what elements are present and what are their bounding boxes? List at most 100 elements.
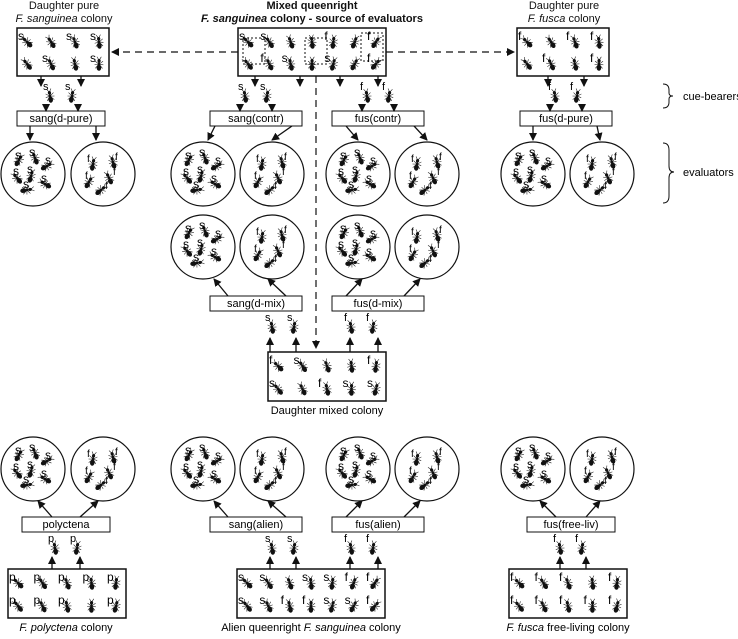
ant-label: s (15, 443, 21, 457)
ant-label: s (265, 533, 271, 545)
cue-bearer-ant-icon (383, 87, 395, 104)
ant-label: f (590, 29, 594, 43)
ant-label: f (437, 462, 440, 473)
ant-label: f (604, 181, 607, 192)
colony-ant-icon (366, 597, 384, 615)
colony-ant-icon (535, 574, 552, 592)
ant-label: f (612, 462, 615, 473)
alien-colony-label: Alien queenright F. sanguinea colony (221, 622, 401, 634)
ant-label: f (548, 81, 552, 93)
cue-bearer-ant-icon (367, 539, 379, 556)
sample-markers (242, 32, 384, 65)
ant-label: s (366, 244, 372, 258)
ant-label: f (575, 533, 579, 545)
ant-label: s (340, 443, 346, 457)
ant-label: s (323, 570, 329, 584)
ant-label: f (324, 29, 328, 43)
treatment-label-sang-d-pure: sang(d-pure) (30, 113, 93, 125)
ant-label: s (27, 162, 33, 176)
ant-label: f (608, 593, 612, 607)
ant-label: s (294, 353, 300, 367)
ant-label: p (34, 570, 41, 584)
cue-bearer-ant-icon (367, 318, 379, 335)
colony-ant-icon (295, 380, 310, 398)
heading-pure-sanguinea-line2: F. sanguinea colony (15, 13, 113, 25)
treatment-label-sang-alien: sang(alien) (229, 519, 283, 531)
ant-label: f (274, 476, 277, 487)
colony-ant-icon (367, 574, 383, 592)
colony-ant-icon (86, 598, 97, 614)
ant-label: f (411, 227, 414, 238)
flow-arrow (37, 500, 53, 518)
ant-label: s (352, 235, 358, 249)
ant-label: s (302, 570, 308, 584)
ant-label: s (15, 148, 21, 162)
ant-label: s (370, 226, 376, 240)
ant-label: s (269, 376, 275, 390)
ant-label: s (211, 466, 217, 480)
ant-label: s (527, 457, 533, 471)
ant-label: p (107, 593, 114, 607)
cue-bearer-ant-icon (345, 539, 357, 556)
evaluators-brace (662, 142, 675, 204)
flow-arrow (79, 500, 99, 518)
colony-ant-icon (518, 55, 535, 73)
ant-label: f (367, 29, 371, 43)
ant-label: f (409, 244, 412, 255)
ant-label: f (274, 181, 277, 192)
ant-label: s (265, 312, 271, 324)
treatment-label-fus-d-pure: fus(d-pure) (539, 113, 593, 125)
ant-label: s (545, 153, 551, 167)
heading-pure-sanguinea-line1: Daughter pure (28, 0, 100, 12)
colony-box-polyctena (7, 568, 127, 619)
cue-bearer-ant-icon (345, 318, 357, 335)
ant-label: f (429, 476, 432, 487)
ant-label: s (340, 148, 346, 162)
evaluator-arena (170, 436, 236, 502)
ant-label: s (324, 51, 330, 65)
ant-label: s (183, 164, 189, 178)
ant-label: f (510, 593, 514, 607)
ant-label: f (367, 353, 371, 367)
ant-label: s (29, 145, 35, 159)
evaluator-arena (170, 141, 236, 207)
flow-arrow (594, 125, 603, 141)
ant-label: s (185, 221, 191, 235)
flow-arrow (267, 278, 287, 297)
ant-label: s (259, 593, 265, 607)
ant-label: f (584, 171, 587, 182)
ant-label: s (45, 448, 51, 462)
colony-ant-icon (320, 357, 334, 375)
flow-arrow (213, 278, 229, 297)
evaluator-arena (500, 141, 566, 207)
heading-mixed-source: Mixed queenright F. sanguinea colony - s… (162, 0, 462, 26)
evaluator-arena (239, 436, 305, 502)
colony-box-pure-sanguinea (16, 27, 110, 77)
ant-label: f (284, 152, 287, 163)
ant-label: f (586, 449, 589, 460)
ant-label: p (70, 533, 76, 545)
treatment-boxes (16, 110, 616, 533)
heading-mixed-line1: Mixed queenright (266, 0, 358, 12)
colony-ant-icon (283, 597, 296, 614)
ant-label: s (370, 448, 376, 462)
ant-label: s (260, 29, 266, 43)
ant-label: f (115, 447, 118, 458)
ant-label: s (199, 218, 205, 232)
ant-label: s (211, 171, 217, 185)
ant-label: f (344, 312, 348, 324)
flow-arrow (345, 278, 363, 297)
treatment-label-fus-d-mix: fus(d-mix) (354, 298, 403, 310)
ant-label: s (354, 145, 360, 159)
colony-box-alien (236, 568, 386, 619)
ant-label: f (366, 593, 370, 607)
ant-label: f (254, 244, 257, 255)
ant-label: f (85, 171, 88, 182)
ant-label: f (409, 466, 412, 477)
ant-label: f (518, 29, 522, 43)
ant-label: f (429, 254, 432, 265)
ant-label: s (66, 29, 72, 43)
ant-label: p (9, 593, 16, 607)
colony-ant-icon (367, 55, 385, 73)
ant-label: f (366, 570, 370, 584)
